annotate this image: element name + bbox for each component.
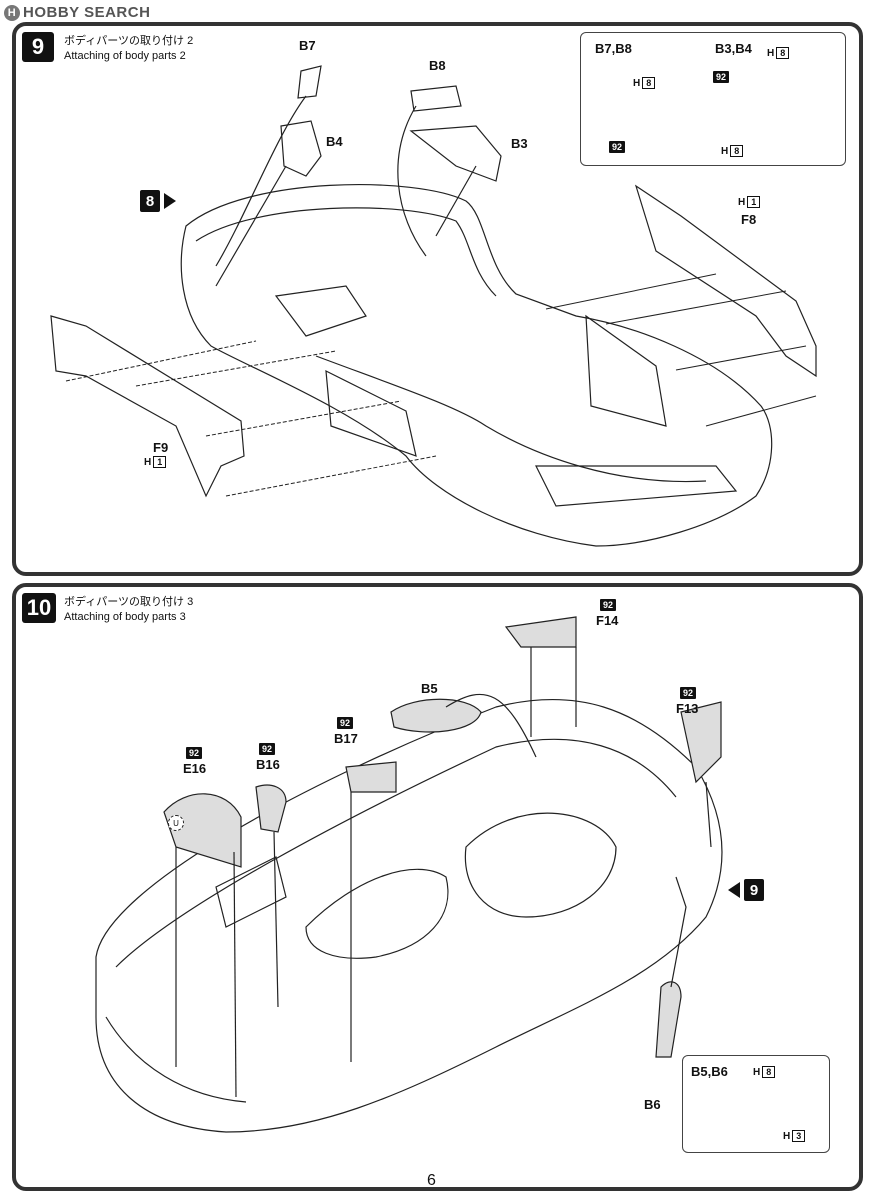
marker-u: U bbox=[168, 815, 184, 831]
e16-color-badge: 92 bbox=[186, 747, 203, 759]
ref-step-9: 9 bbox=[728, 879, 764, 901]
page-number: 6 bbox=[427, 1172, 436, 1189]
part-f14-label: F14 bbox=[596, 613, 619, 628]
part-b3-label: B3 bbox=[511, 136, 528, 151]
step-10-title-jp: ボディパーツの取り付け 3 bbox=[64, 596, 194, 608]
part-e16-label: E16 bbox=[183, 761, 207, 776]
step-9-title-jp: ボディパーツの取り付け 2 bbox=[64, 35, 194, 47]
watermark: H HOBBY SEARCH bbox=[4, 4, 150, 21]
part-b5-label: B5 bbox=[421, 681, 438, 696]
step-9-panel: 9 ボディパーツの取り付け 2 Attaching of body parts … bbox=[12, 22, 863, 576]
step-9-title-en: Attaching of body parts 2 bbox=[64, 50, 186, 62]
part-b4-label: B4 bbox=[326, 134, 343, 149]
watermark-text: HOBBY SEARCH bbox=[23, 4, 151, 21]
inset-b3b4-color: 92 bbox=[713, 71, 730, 83]
part-b6-label: B6 bbox=[644, 1097, 661, 1112]
arrow-left-icon bbox=[728, 882, 740, 898]
inset-b5b6-title: B5,B6 bbox=[691, 1064, 728, 1079]
part-f8-label: F8 bbox=[741, 212, 757, 227]
part-f13-label: F13 bbox=[676, 701, 699, 716]
step-10-title-en: Attaching of body parts 3 bbox=[64, 611, 186, 623]
step-9-number: 9 bbox=[22, 32, 54, 62]
b16-color-badge: 92 bbox=[259, 743, 276, 755]
arrow-right-icon bbox=[164, 193, 176, 209]
part-f9-label: F9 bbox=[153, 440, 169, 455]
b17-color-badge: 92 bbox=[337, 717, 354, 729]
part-b8-label: B8 bbox=[429, 58, 446, 73]
part-b16-label: B16 bbox=[256, 757, 280, 772]
inset-b7b8-color: 92 bbox=[609, 141, 626, 153]
f14-color-badge: 92 bbox=[600, 599, 617, 611]
hobby-search-logo-icon: H bbox=[4, 4, 20, 21]
ref-step-9-number: 9 bbox=[744, 879, 764, 901]
step-10-panel: 10 ボディパーツの取り付け 3 Attaching of body parts… bbox=[12, 583, 863, 1191]
step-10-number: 10 bbox=[22, 593, 56, 623]
f13-color-badge: 92 bbox=[680, 687, 697, 699]
ref-step-8-number: 8 bbox=[140, 190, 160, 212]
part-b7-label: B7 bbox=[299, 38, 316, 53]
ref-step-8: 8 bbox=[140, 190, 176, 212]
part-b17-label: B17 bbox=[334, 731, 358, 746]
inset-b7b8-title: B7,B8 bbox=[595, 41, 632, 56]
inset-b3b4-title: B3,B4 bbox=[715, 41, 752, 56]
